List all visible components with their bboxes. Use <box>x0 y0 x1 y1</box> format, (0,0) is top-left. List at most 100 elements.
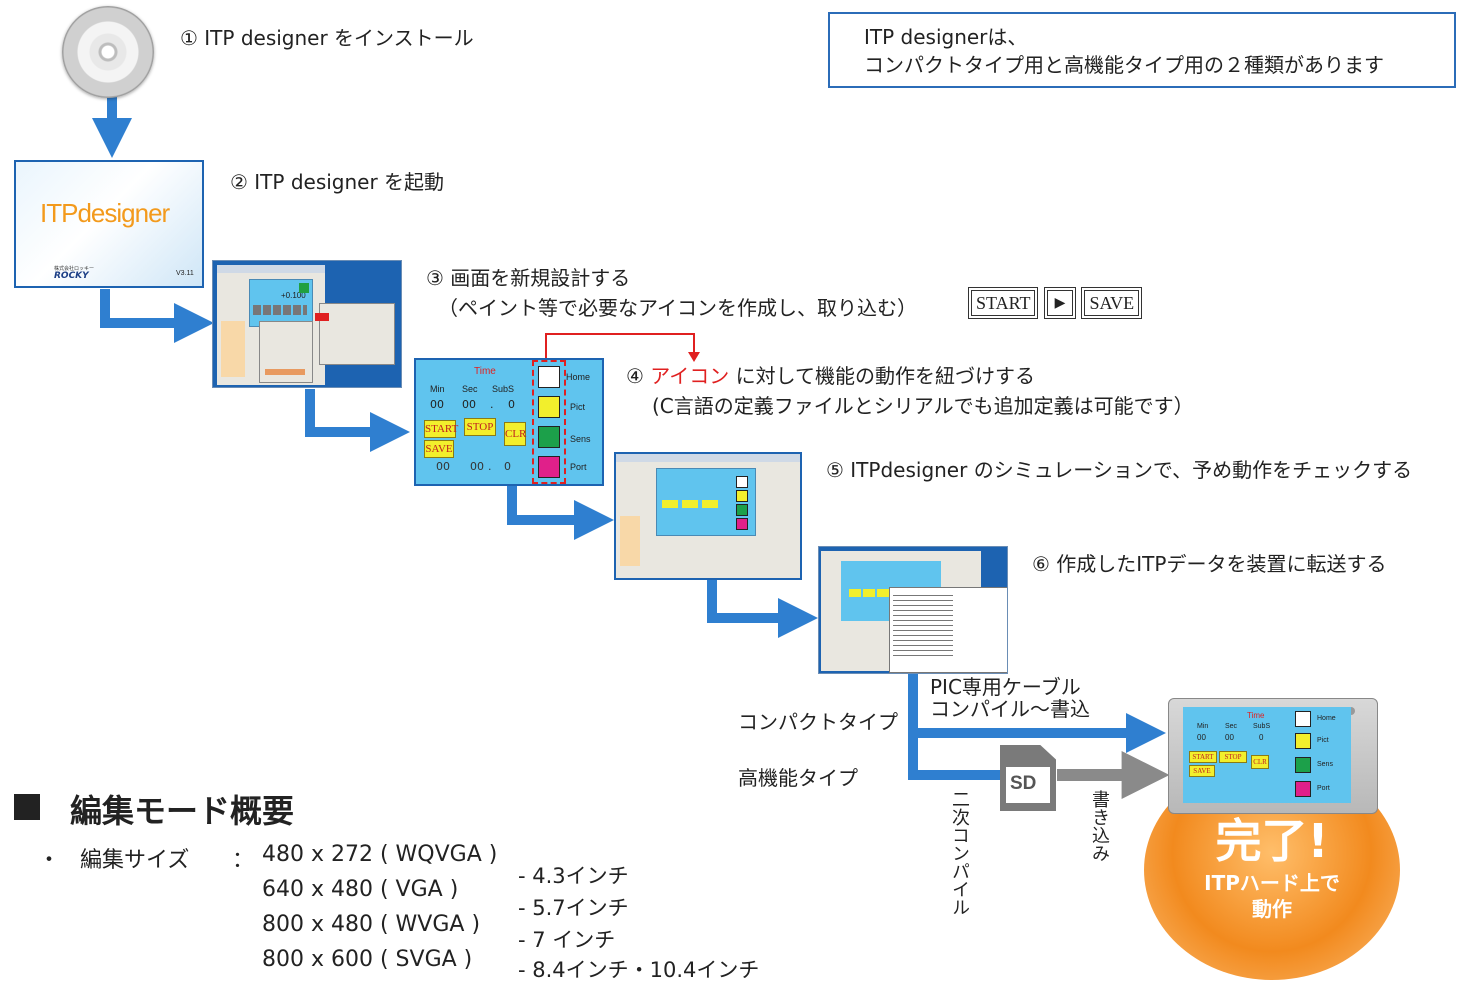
itp-device: Time Min Sec SubS 00 00 0 START STOP CLR… <box>1168 698 1378 814</box>
inch-4: - 8.4インチ・10.4インチ <box>518 958 760 982</box>
completion-main: 完了! <box>1215 814 1329 868</box>
sample-save-button: SAVE <box>1081 287 1143 319</box>
device-val-sec: 00 <box>1225 733 1234 742</box>
advanced-arrow <box>908 733 1000 780</box>
size-4: 800 x 600 ( SVGA ) <box>262 947 473 972</box>
size-1: 480 x 272 ( WQVGA ) <box>262 842 498 867</box>
step4-detail: (C言語の定義ファイルとシリアルでも追加定義は可能です） <box>652 394 1194 418</box>
port-icon <box>538 456 560 478</box>
stop-button: STOP <box>464 418 496 436</box>
sample-start-button: START <box>968 287 1039 319</box>
step4-number: ④ <box>626 364 644 388</box>
simulation-window-screenshot <box>614 452 802 580</box>
save-button: SAVE <box>424 440 454 458</box>
bval-subs: 0 <box>504 460 511 473</box>
device-val-min: 00 <box>1197 733 1206 742</box>
designer-screen-large: Time Min Sec SubS 00 00 . 0 START STOP C… <box>414 358 604 486</box>
icon-highlight-box <box>532 360 566 484</box>
section-title: 編集モード概要 <box>70 792 295 830</box>
icon-link-line <box>545 333 700 362</box>
device-pict-icon <box>1295 733 1311 749</box>
label-sens: Sens <box>570 434 591 444</box>
col-min: Min <box>430 384 445 394</box>
step-arrow-2 <box>100 289 214 343</box>
inch-2: - 5.7インチ <box>518 896 629 920</box>
device-label-sens: Sens <box>1317 761 1333 768</box>
bval-sec: 00 <box>470 460 484 473</box>
size-3: 800 x 480 ( WVGA ) <box>262 912 481 937</box>
step4-rest: に対して機能の動作を紐づけする <box>735 364 1036 388</box>
completion-text: 完了! ITPハード上で 動作 <box>1144 812 1400 922</box>
bullet: ・ <box>38 848 61 873</box>
bval-dot: . <box>488 460 492 473</box>
step-arrow-5 <box>707 580 818 638</box>
label-port: Port <box>570 462 587 472</box>
splash-company: ROCKY <box>54 271 89 281</box>
device-port-icon <box>1295 781 1311 797</box>
sample-play-button: ▶ <box>1043 287 1077 319</box>
step6-text: ⑥ 作成したITPデータを装置に転送する <box>1032 552 1387 576</box>
device-clr-button: CLR <box>1251 755 1269 769</box>
size-label: 編集サイズ <box>80 848 190 873</box>
col-subs: SubS <box>492 384 515 394</box>
step1-text: ① ITP designer をインストール <box>180 26 474 50</box>
device-home-icon <box>1295 711 1311 727</box>
write-label: 書き込み <box>1089 790 1110 862</box>
splash-company-small: 株式会社ロッキー <box>54 266 95 272</box>
splash-screen: ITPdesigner 株式会社ロッキー ROCKY V3.11 <box>14 160 204 288</box>
device-label-pict: Pict <box>1317 737 1329 744</box>
sd-label: SD <box>1010 773 1037 794</box>
compact-type-label: コンパクトタイプ <box>738 710 898 734</box>
val-min: 00 <box>430 398 444 411</box>
device-stop-button: STOP <box>1219 751 1247 763</box>
step2-text: ② ITP designer を起動 <box>230 170 445 194</box>
completion-sub1: ITPハード上で <box>1204 871 1340 895</box>
inch-3: - 7 インチ <box>518 928 616 952</box>
designer-window-screenshot: +0.100 <box>212 260 402 388</box>
device-val-subs: 0 <box>1259 733 1264 742</box>
sd-card-icon: SD <box>1000 745 1056 811</box>
step3-title: ③ 画面を新規設計する <box>426 266 631 290</box>
note-box: ITP designerは、 コンパクトタイプ用と高機能タイプ用の２種類がありま… <box>828 12 1456 88</box>
device-col-sec: Sec <box>1225 723 1238 730</box>
advanced-type-label: 高機能タイプ <box>738 766 858 790</box>
section-square-icon <box>14 794 40 820</box>
device-col-subs: SubS <box>1253 723 1271 730</box>
label-pict: Pict <box>570 402 586 412</box>
secondary-compile-label: 二次コンパイル <box>949 790 970 916</box>
device-sens-icon <box>1295 757 1311 773</box>
device-col-min: Min <box>1197 723 1209 730</box>
icon-button-samples: START ▶ SAVE <box>968 287 1143 319</box>
inch-1: - 4.3インチ <box>518 864 629 888</box>
cable-label: PIC専用ケーブル コンパイル〜書込 <box>930 676 1090 720</box>
device-label-port: Port <box>1317 785 1330 792</box>
cable-line2: コンパイル〜書込 <box>930 697 1090 721</box>
val-sec: 00 <box>462 398 476 411</box>
device-screen: Time Min Sec SubS 00 00 0 START STOP CLR… <box>1183 707 1351 803</box>
step4-title: ④ アイコン に対して機能の動作を紐づけする <box>626 360 1035 389</box>
step-arrow-4 <box>507 486 614 540</box>
home-icon <box>538 366 560 388</box>
col-sec: Sec <box>462 384 478 394</box>
step4-highlight: アイコン <box>650 364 730 388</box>
cd-icon <box>62 6 154 98</box>
pict-icon <box>538 396 560 418</box>
splash-version: V3.11 <box>176 270 194 277</box>
val-dot: . <box>490 398 494 411</box>
device-label-home: Home <box>1317 715 1336 722</box>
preview-value: +0.100 <box>281 291 306 300</box>
device-time-title: Time <box>1247 711 1265 720</box>
device-save-button: SAVE <box>1189 765 1215 777</box>
clr-button: CLR <box>504 422 526 446</box>
splash-logo: ITPdesigner <box>40 198 170 228</box>
sens-icon <box>538 426 560 448</box>
step-arrow-3 <box>305 389 410 452</box>
step3-detail: （ペイント等で必要なアイコンを作成し、取り込む） <box>438 296 917 320</box>
time-title: Time <box>474 366 496 377</box>
size-2: 640 x 480 ( VGA ) <box>262 877 459 902</box>
label-home: Home <box>566 372 591 382</box>
step5-text: ⑤ ITPdesigner のシミュレーションで、予め動作をチェックする <box>826 458 1413 482</box>
transfer-window-screenshot <box>818 546 1008 674</box>
completion-sub2: 動作 <box>1252 897 1292 921</box>
